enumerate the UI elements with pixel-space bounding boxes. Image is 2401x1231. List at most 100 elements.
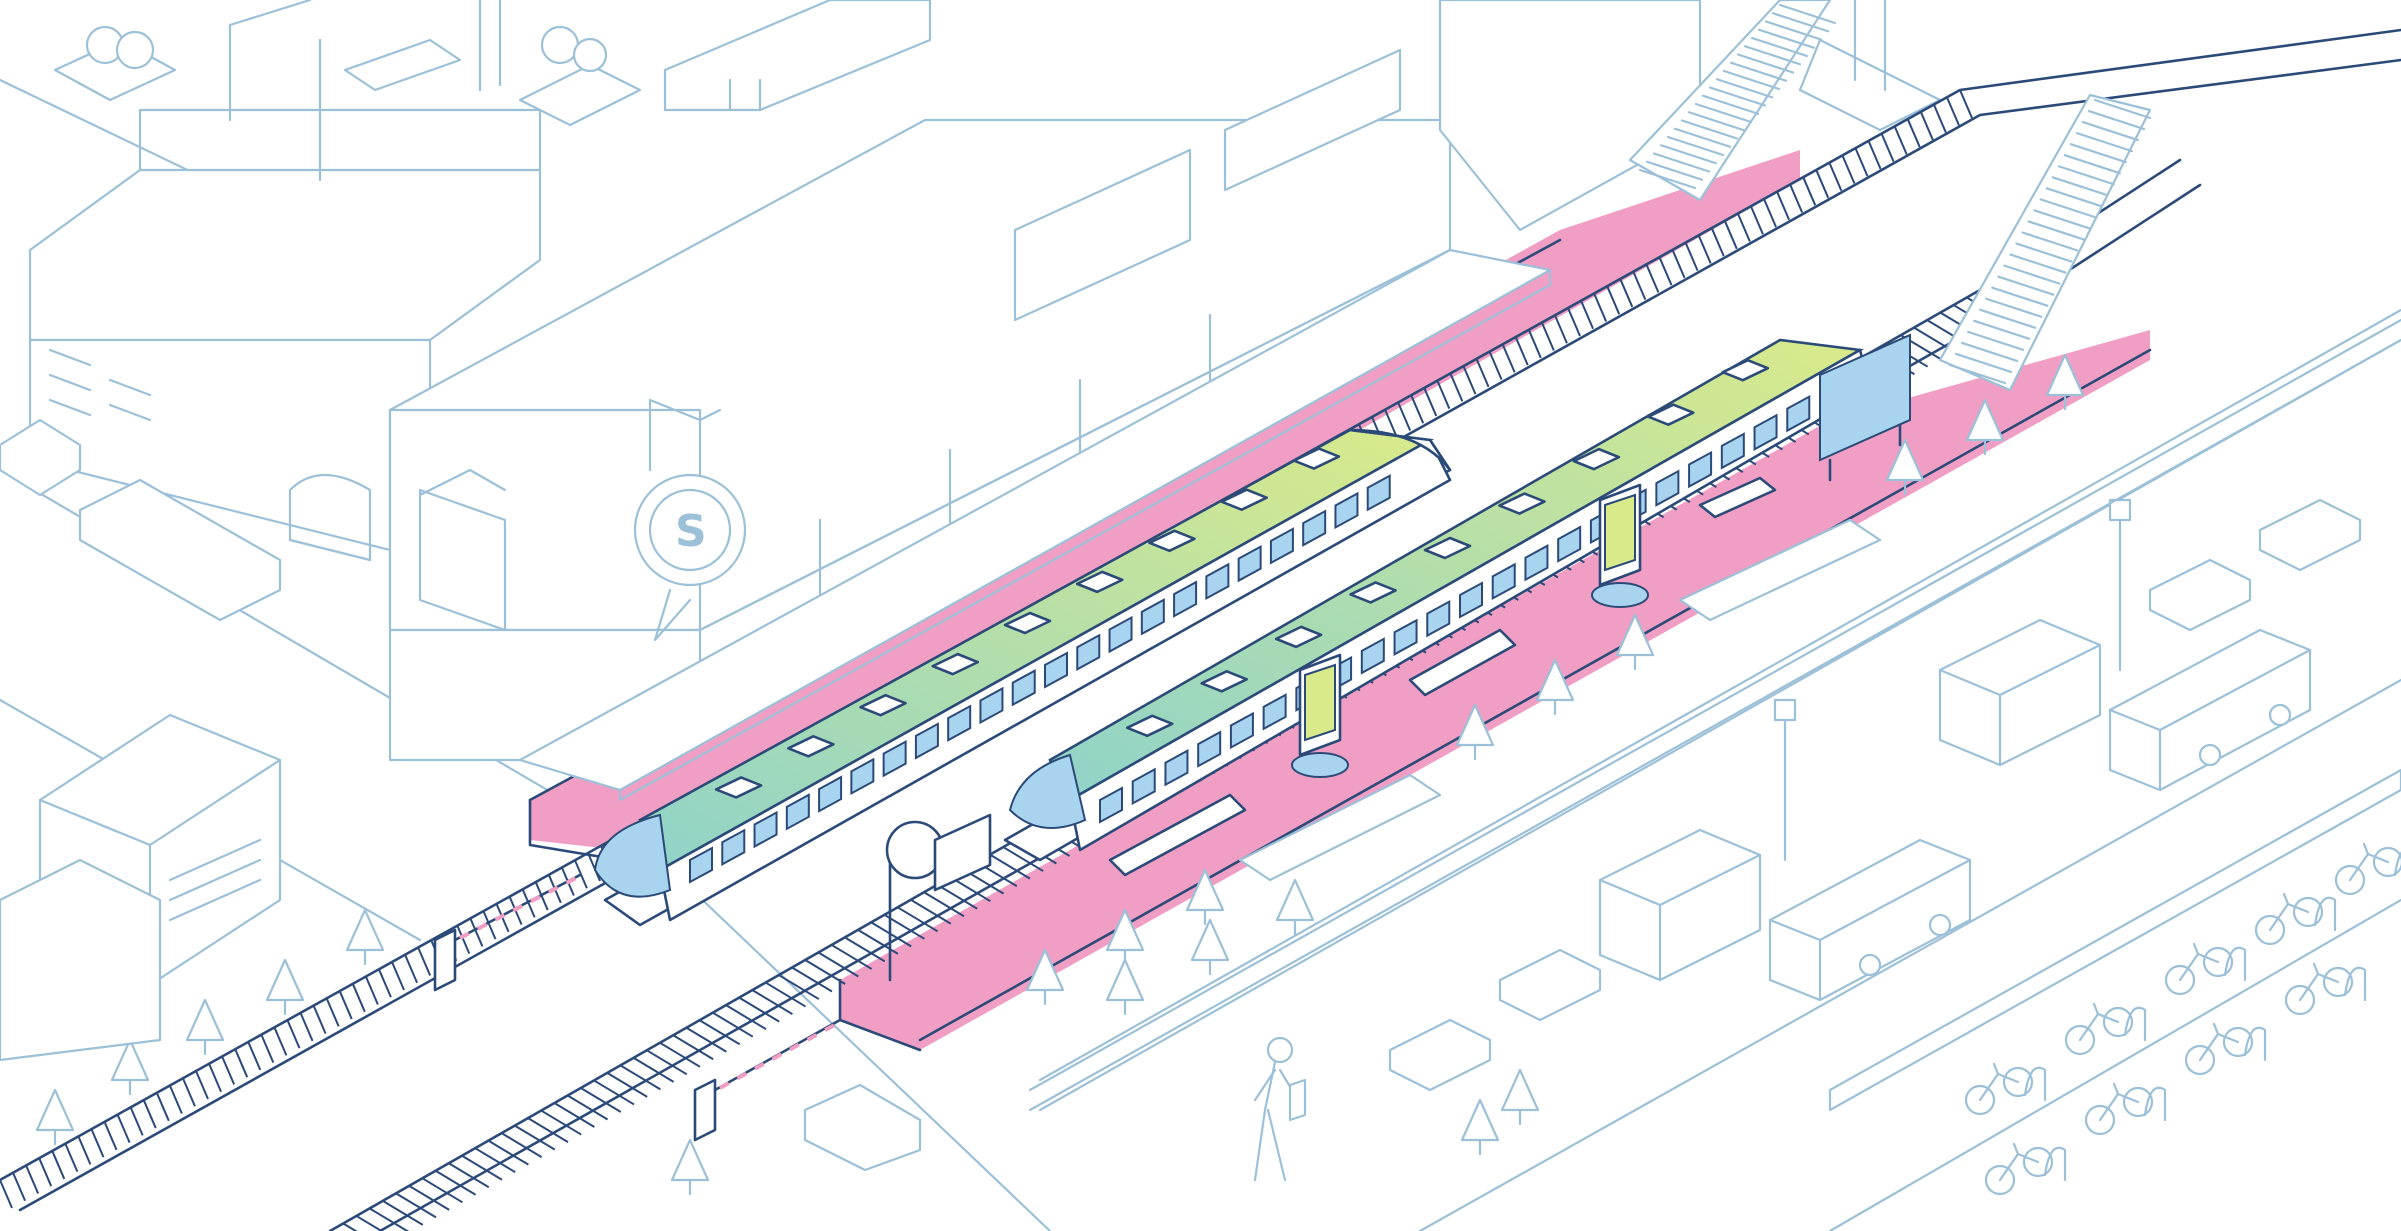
rail-tie [633, 1056, 675, 1083]
rail-tie [129, 1106, 144, 1136]
roof-panel [1220, 488, 1268, 511]
stair-step [2057, 165, 2115, 186]
train-window [818, 775, 843, 813]
rail-tie [751, 989, 793, 1015]
roof-panel [1349, 581, 1397, 604]
rail-tie [51, 1150, 66, 1180]
bicycle-icon [1998, 1142, 2040, 1182]
rail-tie [208, 1063, 222, 1093]
train-window [914, 722, 939, 760]
train-window [1426, 599, 1451, 638]
train-window [1459, 581, 1483, 619]
rail-tie [685, 1026, 727, 1053]
stair-step [2093, 98, 2152, 120]
rail-tie [487, 1139, 529, 1166]
rail-tie [619, 1064, 661, 1091]
train-window [1197, 730, 1222, 768]
bicycle-wheel [2284, 984, 2316, 1016]
rail-tie [338, 990, 353, 1020]
stair-step [1960, 341, 2019, 363]
train-window [1108, 615, 1133, 654]
rail-tie [103, 1121, 118, 1151]
staircase-left [1628, 0, 1837, 202]
bicycle-icon [2098, 1082, 2140, 1122]
rail-tie [90, 1128, 105, 1158]
bicycle-wheel [2322, 966, 2354, 998]
rail-tie [12, 1172, 26, 1202]
rail-tie [1619, 278, 1634, 308]
platform-benches [1108, 476, 1777, 877]
rail-tie [456, 925, 471, 955]
stair-step [1979, 308, 2037, 329]
bicycle-wheel [2164, 964, 2196, 996]
rail-tie [1710, 227, 1725, 257]
tree-icon [670, 1138, 710, 1182]
roof-panel [1075, 570, 1124, 594]
bicycle-icon [2298, 962, 2340, 1002]
rail-tie [1932, 104, 1947, 133]
top-left-building [28, 108, 542, 562]
rail-tie [469, 918, 484, 947]
rail-tie [155, 1092, 170, 1122]
platform-kiosk-2 [1291, 653, 1349, 778]
bicycle-wheel [2022, 1146, 2054, 1178]
bicycle-wheel [2102, 1006, 2134, 1038]
rail-tie [325, 997, 340, 1027]
rail-tie [1671, 249, 1686, 279]
roof-panel [1423, 536, 1472, 560]
rail-tie [435, 1169, 477, 1196]
stair-step [2045, 187, 2103, 208]
rail-tie [342, 1222, 358, 1231]
bicycle-wheel [2202, 946, 2234, 978]
bike-rack [2393, 851, 2401, 877]
rail-tie [1384, 409, 1398, 439]
roof-panel [1274, 625, 1323, 649]
rail-tie [417, 947, 432, 976]
rail-tie [221, 1056, 236, 1085]
tree-icon [185, 998, 225, 1042]
rail-tie [1410, 394, 1425, 424]
bicycle-wheel [2334, 864, 2366, 896]
rail-tie [1567, 307, 1581, 337]
rail-tie [606, 1072, 648, 1098]
train-window [721, 828, 746, 866]
stair-step [1991, 286, 2049, 307]
crossing-gate-right [693, 1018, 842, 1142]
rail-tie [64, 1143, 79, 1173]
rail-tie [1763, 198, 1777, 228]
train-window [1164, 749, 1189, 787]
crossing-gate-left [433, 873, 582, 992]
bicycle-wheel [2292, 896, 2324, 928]
train-window [1557, 525, 1582, 563]
train-window [1076, 633, 1101, 671]
stair-step [1645, 160, 1704, 181]
roof-panel [931, 652, 980, 676]
bicycle-wheel [2222, 1026, 2254, 1058]
rail-tie [857, 929, 899, 955]
bicycle-icon [2348, 842, 2390, 882]
rail-tie [25, 1165, 40, 1194]
train-window [1140, 598, 1165, 636]
bike-rack [2313, 896, 2337, 932]
station-sign: S [633, 398, 747, 642]
tree-icon [265, 958, 305, 1002]
trees [35, 353, 2085, 1196]
cars [803, 498, 2362, 1172]
street-lamps [1773, 498, 2132, 862]
bicycle-wheel [2002, 1066, 2034, 1098]
rail-tie [1750, 205, 1764, 235]
stair-step [1652, 152, 1711, 173]
rail-tie [391, 961, 405, 991]
rail-tie [38, 1157, 53, 1187]
bicycle-wheel [2122, 1086, 2154, 1118]
train-window [1366, 474, 1391, 512]
rail-tie [567, 1094, 609, 1121]
roof-panel [1721, 358, 1770, 382]
roof-panel [1498, 492, 1546, 515]
stair-step [1666, 135, 1725, 157]
rail-tie [725, 1004, 767, 1031]
rail-tie [299, 1012, 314, 1042]
stair-step [1687, 111, 1746, 132]
rail-tie [580, 1087, 622, 1113]
stair-step [1659, 144, 1718, 165]
